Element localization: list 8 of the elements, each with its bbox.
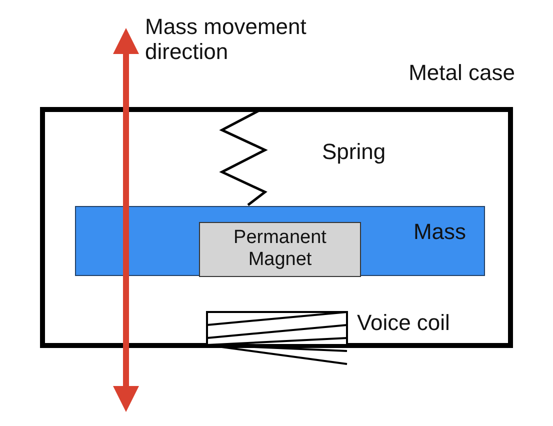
direction-label: Mass movement direction [145,14,308,65]
mass-bar [75,206,485,276]
permanent-magnet [199,222,361,277]
case-label: Metal case [408,60,515,86]
magnet-label: Permanent Magnet [232,227,328,271]
mass-label: Mass [412,219,466,244]
spring-label: Spring [322,139,387,164]
voice-coil-label: Voice coil [357,310,451,336]
